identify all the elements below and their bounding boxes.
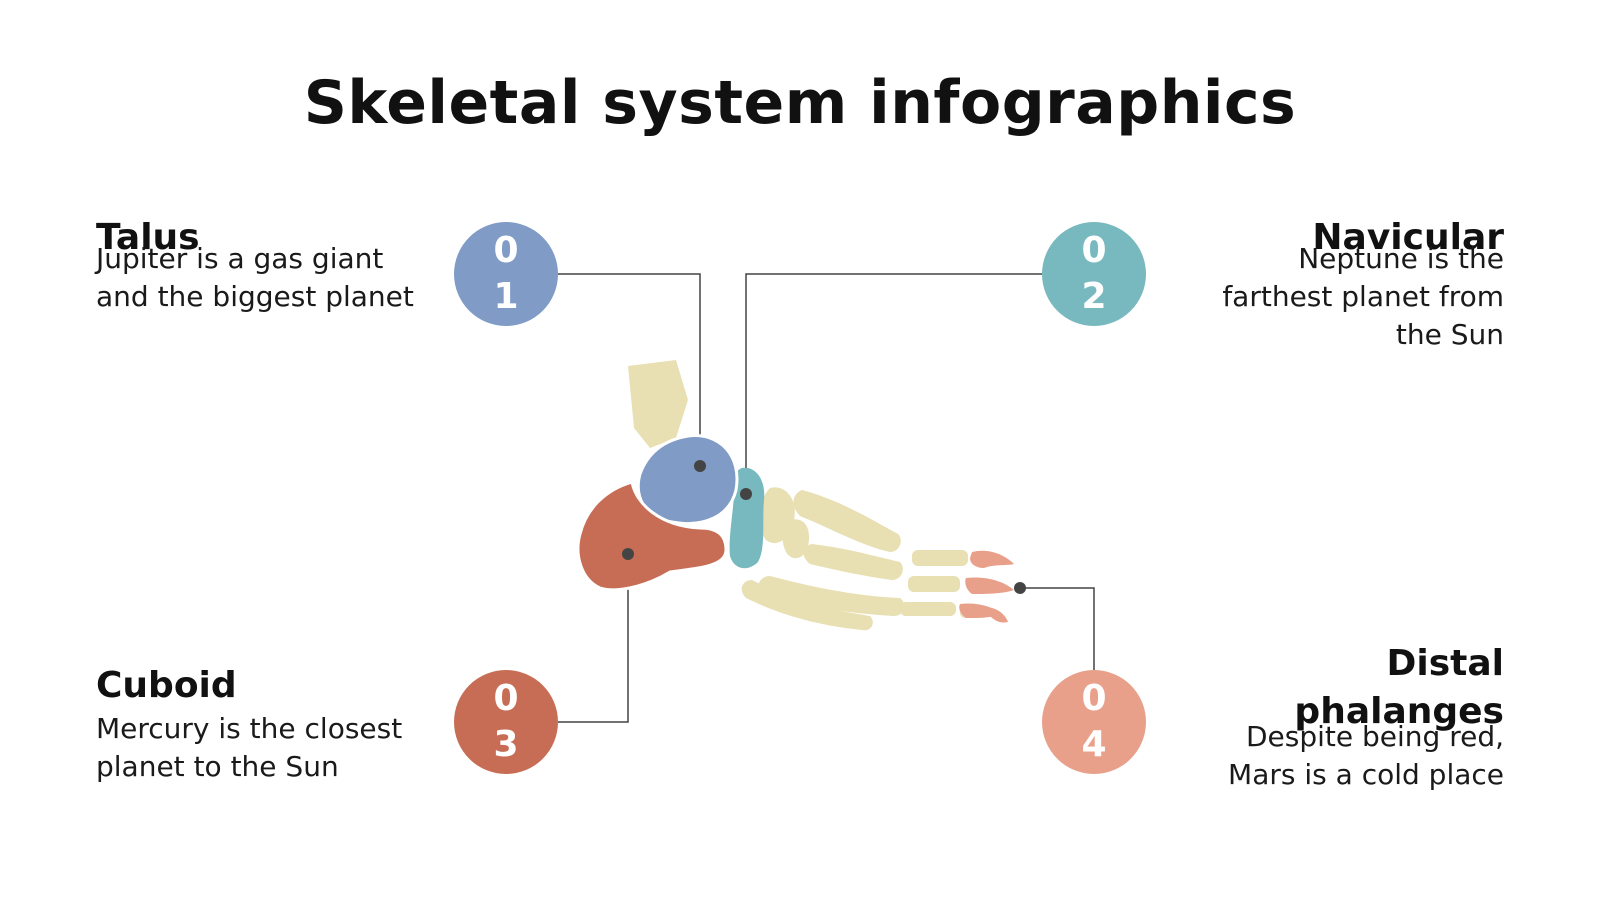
badge-digit: 0 [1081,678,1107,719]
card-heading: Distal phalanges [1294,643,1504,732]
card-text: Jupiter is a gas giant and the biggest p… [96,242,414,313]
card-talus: Talus Jupiter is a gas giant and the big… [96,214,416,316]
card-text: Mercury is the closest planet to the Sun [96,712,403,783]
metatarsal-3 [758,576,905,616]
navicular-bone [729,467,765,569]
card-navicular: Navicular Neptune is the farthest planet… [1184,214,1504,354]
proximal-phalanx-1 [912,550,968,566]
cuboid-bone [576,480,728,592]
connector-cuboid [558,554,629,723]
proximal-phalanx-3 [900,602,956,616]
metatarsal-2 [803,544,903,580]
proximal-phalanx-2 [908,576,960,592]
connector-navicular [745,273,1042,494]
talus-bone [636,434,739,525]
metatarsal-4 [741,580,873,631]
card-text: Despite being red, Mars is a cold place [1228,720,1504,791]
badge-digit: 4 [1081,724,1107,765]
card-distal-phalanges: Distal phalanges Despite being red, Mars… [1184,640,1504,794]
card-cuboid: Cuboid Mercury is the closest planet to … [96,662,436,786]
page-title: Skeletal system infographics [303,68,1297,138]
card-heading: Navicular [1312,217,1504,258]
connector-talus [558,273,701,466]
badge-04: 0 4 [1042,670,1146,774]
badge-digit: 0 [1081,230,1107,271]
badge-digit: 2 [1081,276,1107,317]
distal-phalanx-2 [965,577,1014,594]
distal-phalanx-4 [990,608,1008,623]
tibia-bone [628,360,688,448]
connector-dot-talus [694,460,706,472]
card-heading: Talus [96,217,200,258]
badge-digit: 0 [493,678,519,719]
distal-phalanx-1 [970,550,1014,568]
cuneiform-2 [782,519,810,559]
connector-dot-cuboid [622,548,634,560]
badge-01: 0 1 [454,222,558,326]
badge-03: 0 3 [454,670,558,774]
connector-dot-navicular [740,488,752,500]
card-heading: Cuboid [96,665,237,706]
metatarsal-1 [793,490,901,552]
badge-digit: 0 [493,230,519,271]
connector-dot-distal-phalanges [1014,582,1026,594]
badge-02: 0 2 [1042,222,1146,326]
card-text: Neptune is the farthest planet from the … [1222,242,1504,351]
badge-digit: 1 [493,276,519,317]
connector-distal-phalanges [1020,587,1095,670]
badge-digit: 3 [493,724,519,765]
